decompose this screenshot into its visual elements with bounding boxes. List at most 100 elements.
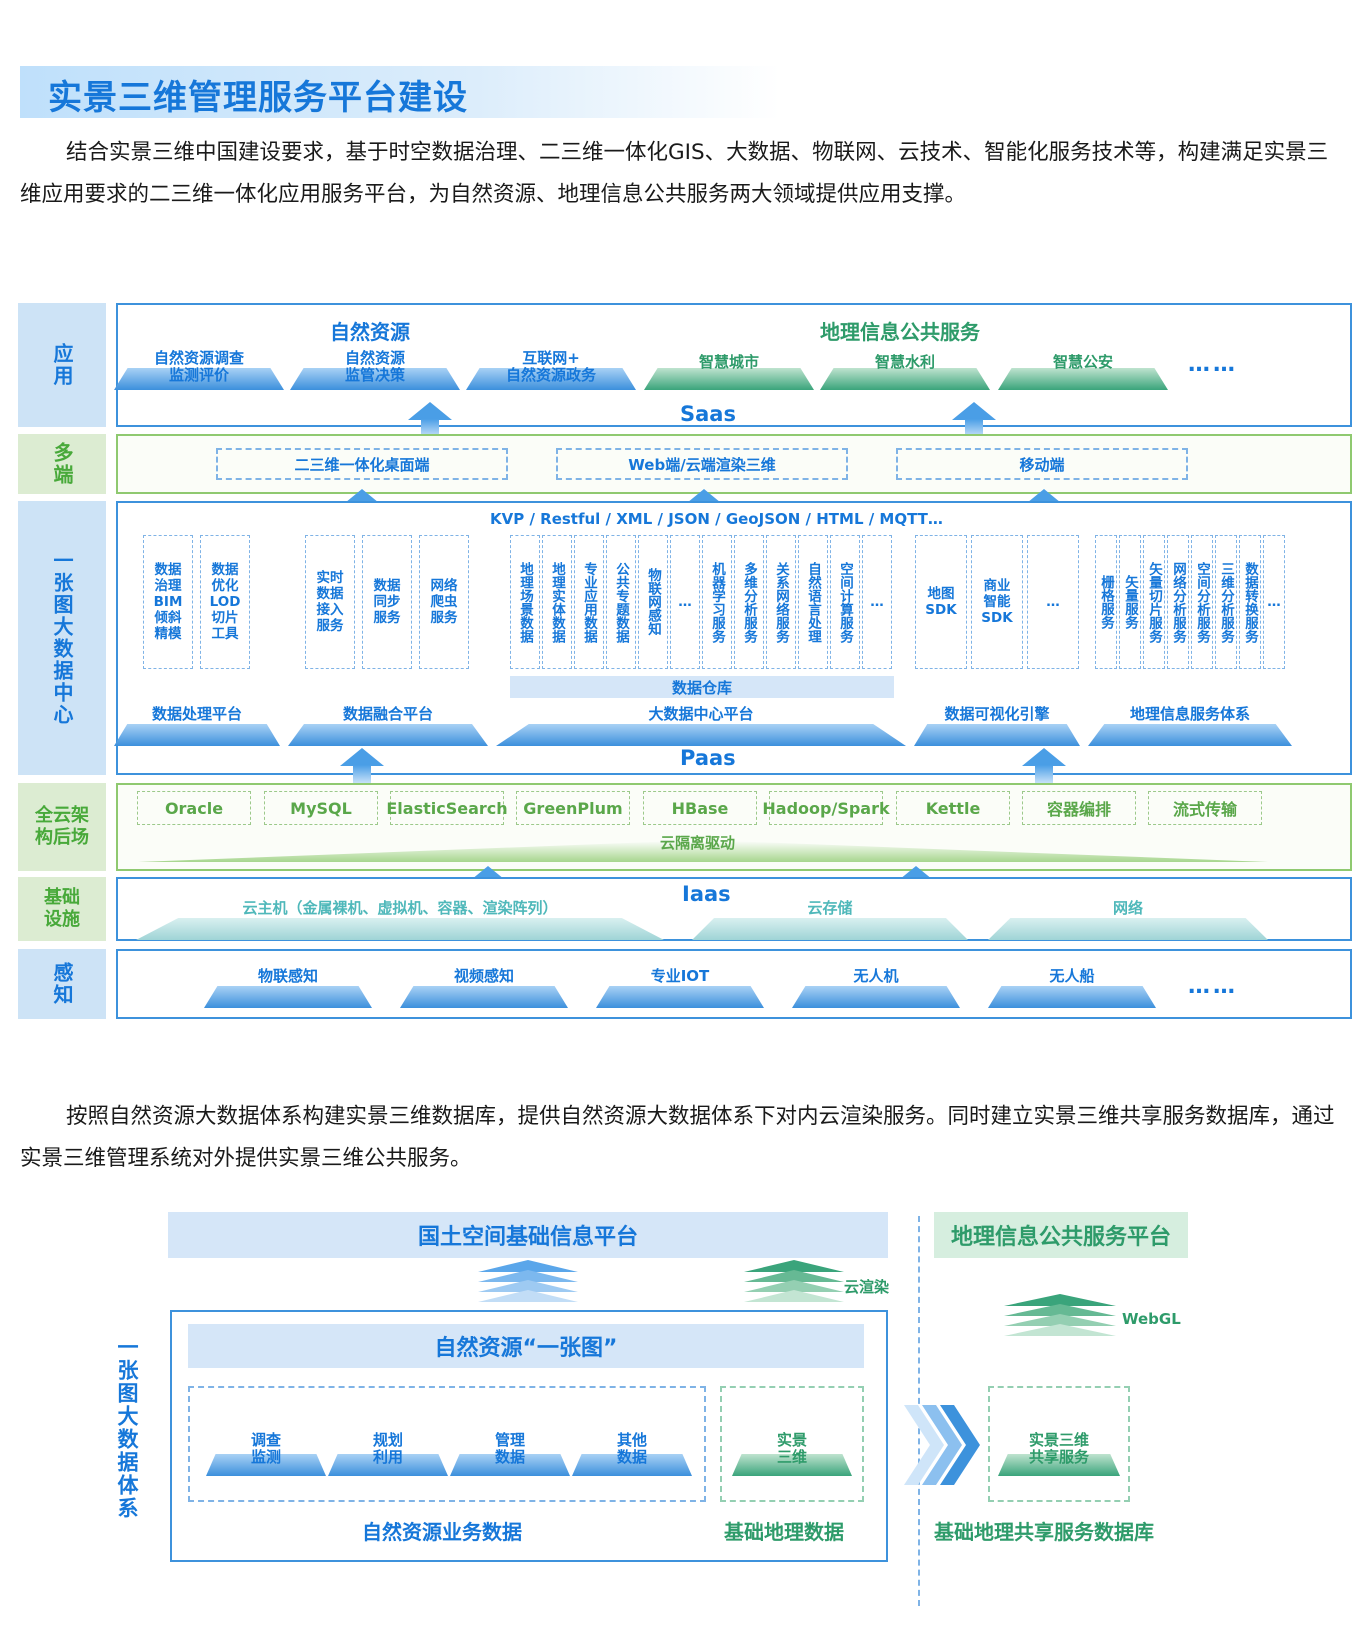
bigdata-col: … — [670, 535, 700, 669]
stack-arrow-icon — [478, 1260, 578, 1306]
webgl-label: WebGL — [1122, 1310, 1181, 1328]
group-geo-public-service: 地理信息公共服务 — [820, 320, 980, 344]
geo-col: 矢量服务 — [1119, 535, 1141, 669]
multi-item: 移动端 — [896, 448, 1188, 480]
geo-col: … — [1263, 535, 1285, 669]
business-item: 调查 监测 — [206, 1432, 326, 1476]
cloud-item: Oracle — [137, 791, 251, 825]
label-cloud: 全云架构后场 — [18, 783, 106, 871]
cloud-driver-label: 云隔离驱动 — [660, 834, 736, 852]
side-label: 一张图大数据体系 — [115, 1336, 139, 1520]
sense-item: 物联感知 — [204, 968, 372, 1008]
arrow-up-icon — [952, 402, 996, 438]
fusion-col: 实时 数据 接入 服务 — [305, 535, 355, 669]
business-item: 管理 数据 — [450, 1432, 570, 1476]
app-item: 自然资源 监管决策 — [290, 350, 460, 390]
chevron-right-icon — [904, 1400, 984, 1490]
label-multi: 多端 — [18, 434, 106, 494]
cloud-item: 容器编排 — [1022, 791, 1136, 825]
sense-item: 视频感知 — [400, 968, 568, 1008]
platform-item: 数据融合平台 — [288, 706, 488, 746]
vis-col: 商业 智能 SDK — [971, 535, 1023, 669]
bigdata-col: 空间计算服务 — [830, 535, 860, 669]
process-col: 数据 治理 BIM 倾斜 精模 — [143, 535, 193, 669]
platform-item: 地理信息服务体系 — [1088, 706, 1292, 746]
cloud-item: ElasticSearch — [386, 791, 508, 825]
business-item: 其他 数据 — [572, 1432, 692, 1476]
saas-label: Saas — [680, 402, 736, 426]
cloud-item: MySQL — [264, 791, 378, 825]
paas-label: Paas — [680, 746, 736, 770]
caption-basic: 基础地理数据 — [724, 1520, 844, 1544]
intro-paragraph: 结合实景三维中国建设要求，基于时空数据治理、二三维一体化GIS、大数据、物联网、… — [20, 140, 1329, 207]
arrow-up-icon — [340, 748, 384, 784]
app-more: …… — [1188, 352, 1238, 377]
sense-item: 无人船 — [988, 968, 1156, 1008]
platform-item: 大数据中心平台 — [496, 706, 906, 746]
fusion-col: 数据 同步 服务 — [362, 535, 412, 669]
arrow-up-icon — [408, 402, 452, 438]
bigdata-col: 自然语言处理 — [798, 535, 828, 669]
shared-item: 实景三维 共享服务 — [998, 1432, 1120, 1476]
protocol-list: KVP / Restful / XML / JSON / GeoJSON / H… — [490, 510, 943, 528]
arrow-up-icon — [1022, 748, 1066, 784]
multi-item: 二三维一体化桌面端 — [216, 448, 508, 480]
app-item: 智慧城市 — [644, 350, 814, 390]
cloud-item: 流式传输 — [1148, 791, 1262, 825]
bigdata-col: 物联网感知 — [638, 535, 668, 669]
sense-more: …… — [1188, 974, 1238, 999]
app-item: 互联网+ 自然资源政务 — [466, 350, 636, 390]
geo-col: 空间分析服务 — [1191, 535, 1213, 669]
platform-right: 地理信息公共服务平台 — [934, 1212, 1188, 1258]
section-title-bar: 实景三维管理服务平台建设 — [20, 66, 780, 118]
geo-col: 栅格服务 — [1095, 535, 1117, 669]
geo-col: 网络分析服务 — [1167, 535, 1189, 669]
cloud-item: Hadoop/Spark — [762, 791, 890, 825]
sense-item: 专业IOT — [596, 968, 764, 1008]
caption-shared: 基础地理共享服务数据库 — [934, 1520, 1154, 1544]
bigdata-col: 专业应用数据 — [574, 535, 604, 669]
stack-arrow-icon — [1004, 1294, 1116, 1340]
cloud-item: Kettle — [896, 791, 1010, 825]
app-item: 智慧公安 — [998, 350, 1168, 390]
geo-col: 三维分析服务 — [1215, 535, 1237, 669]
platform-item: 数据可视化引擎 — [914, 706, 1080, 746]
cloud-item: GreenPlum — [516, 791, 630, 825]
middle-paragraph: 按照自然资源大数据体系构建实景三维数据库，提供自然资源大数据体系下对内云渲染服务… — [20, 1104, 1335, 1171]
caption-business: 自然资源业务数据 — [362, 1520, 522, 1544]
label-center: 一张图大数据中心 — [18, 501, 106, 775]
vis-col: 地图 SDK — [915, 535, 967, 669]
label-app: 应用 — [18, 303, 106, 427]
geo-col: 数据转换服务 — [1239, 535, 1261, 669]
app-item: 智慧水利 — [820, 350, 990, 390]
infra-item: 云存储 — [692, 900, 968, 940]
label-infra: 基础设施 — [18, 877, 106, 941]
app-item: 自然资源调查 监测评价 — [114, 350, 284, 390]
vis-col: … — [1027, 535, 1079, 669]
bigdata-col: 关系网络服务 — [766, 535, 796, 669]
platform-left: 国土空间基础信息平台 — [168, 1212, 888, 1258]
bigdata-col: 多维分析服务 — [734, 535, 764, 669]
cloud-item: HBase — [643, 791, 757, 825]
bigdata-col: 机器学习服务 — [702, 535, 732, 669]
sense-item: 无人机 — [792, 968, 960, 1008]
platform-item: 数据处理平台 — [114, 706, 280, 746]
cloud-render-label: 云渲染 — [844, 1278, 890, 1296]
infra-item: 云主机（金属裸机、虚拟机、容器、渲染阵列） — [136, 900, 664, 940]
multi-item: Web端/云端渲染三维 — [556, 448, 848, 480]
fusion-col: 网络 爬虫 服务 — [419, 535, 469, 669]
basic-item: 实景 三维 — [732, 1432, 852, 1476]
bigdata-col: 地理实体数据 — [542, 535, 572, 669]
shared-box — [988, 1386, 1130, 1502]
basic-box — [720, 1386, 864, 1502]
one-map-frame — [170, 1310, 888, 1562]
data-warehouse: 数据仓库 — [510, 676, 894, 698]
infra-item: 网络 — [988, 900, 1268, 940]
stack-arrow-icon — [744, 1260, 844, 1306]
multi-layer — [116, 434, 1352, 494]
label-sense: 感知 — [18, 949, 106, 1019]
page-title: 实景三维管理服务平台建设 — [48, 78, 468, 118]
geo-col: 矢量切片服务 — [1143, 535, 1165, 669]
group-natural-resources: 自然资源 — [330, 320, 410, 344]
bigdata-col: 公共专题数据 — [606, 535, 636, 669]
